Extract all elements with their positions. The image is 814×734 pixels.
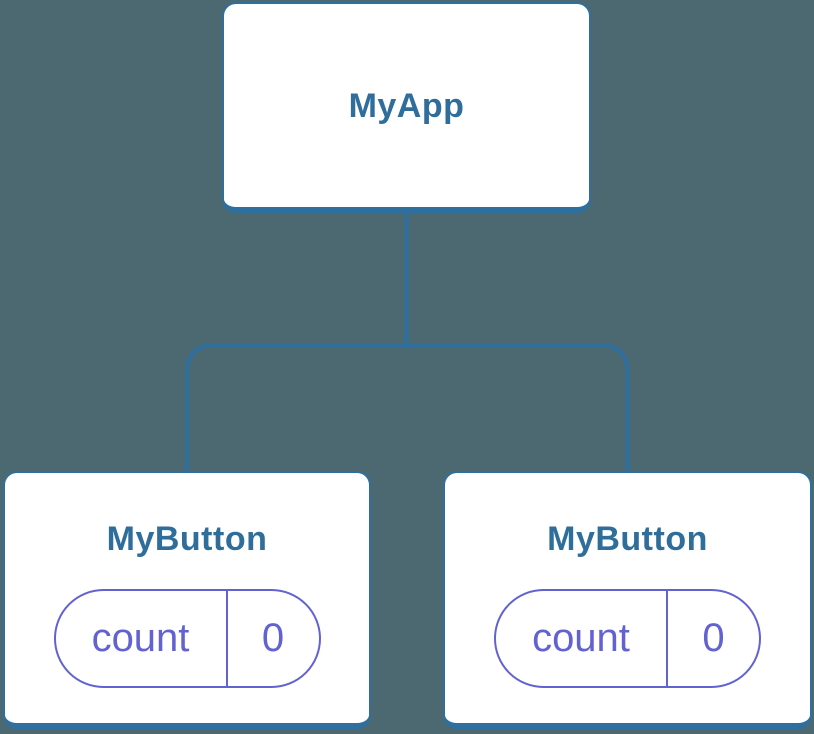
node-mybutton-right: MyButton count 0	[443, 471, 812, 729]
state-key: count	[91, 616, 190, 660]
state-key: count	[532, 616, 630, 660]
node-label: MyApp	[348, 86, 465, 125]
connector-branch-bracket	[185, 343, 630, 472]
state-value: 0	[225, 591, 319, 686]
state-value: 0	[666, 591, 759, 686]
state-pill: count 0	[494, 589, 761, 688]
node-mybutton-left: MyButton count 0	[3, 471, 371, 729]
state-pill: count 0	[53, 589, 321, 688]
node-label: MyButton	[547, 520, 708, 558]
node-label: MyButton	[106, 520, 268, 558]
node-myapp: MyApp	[222, 2, 591, 213]
